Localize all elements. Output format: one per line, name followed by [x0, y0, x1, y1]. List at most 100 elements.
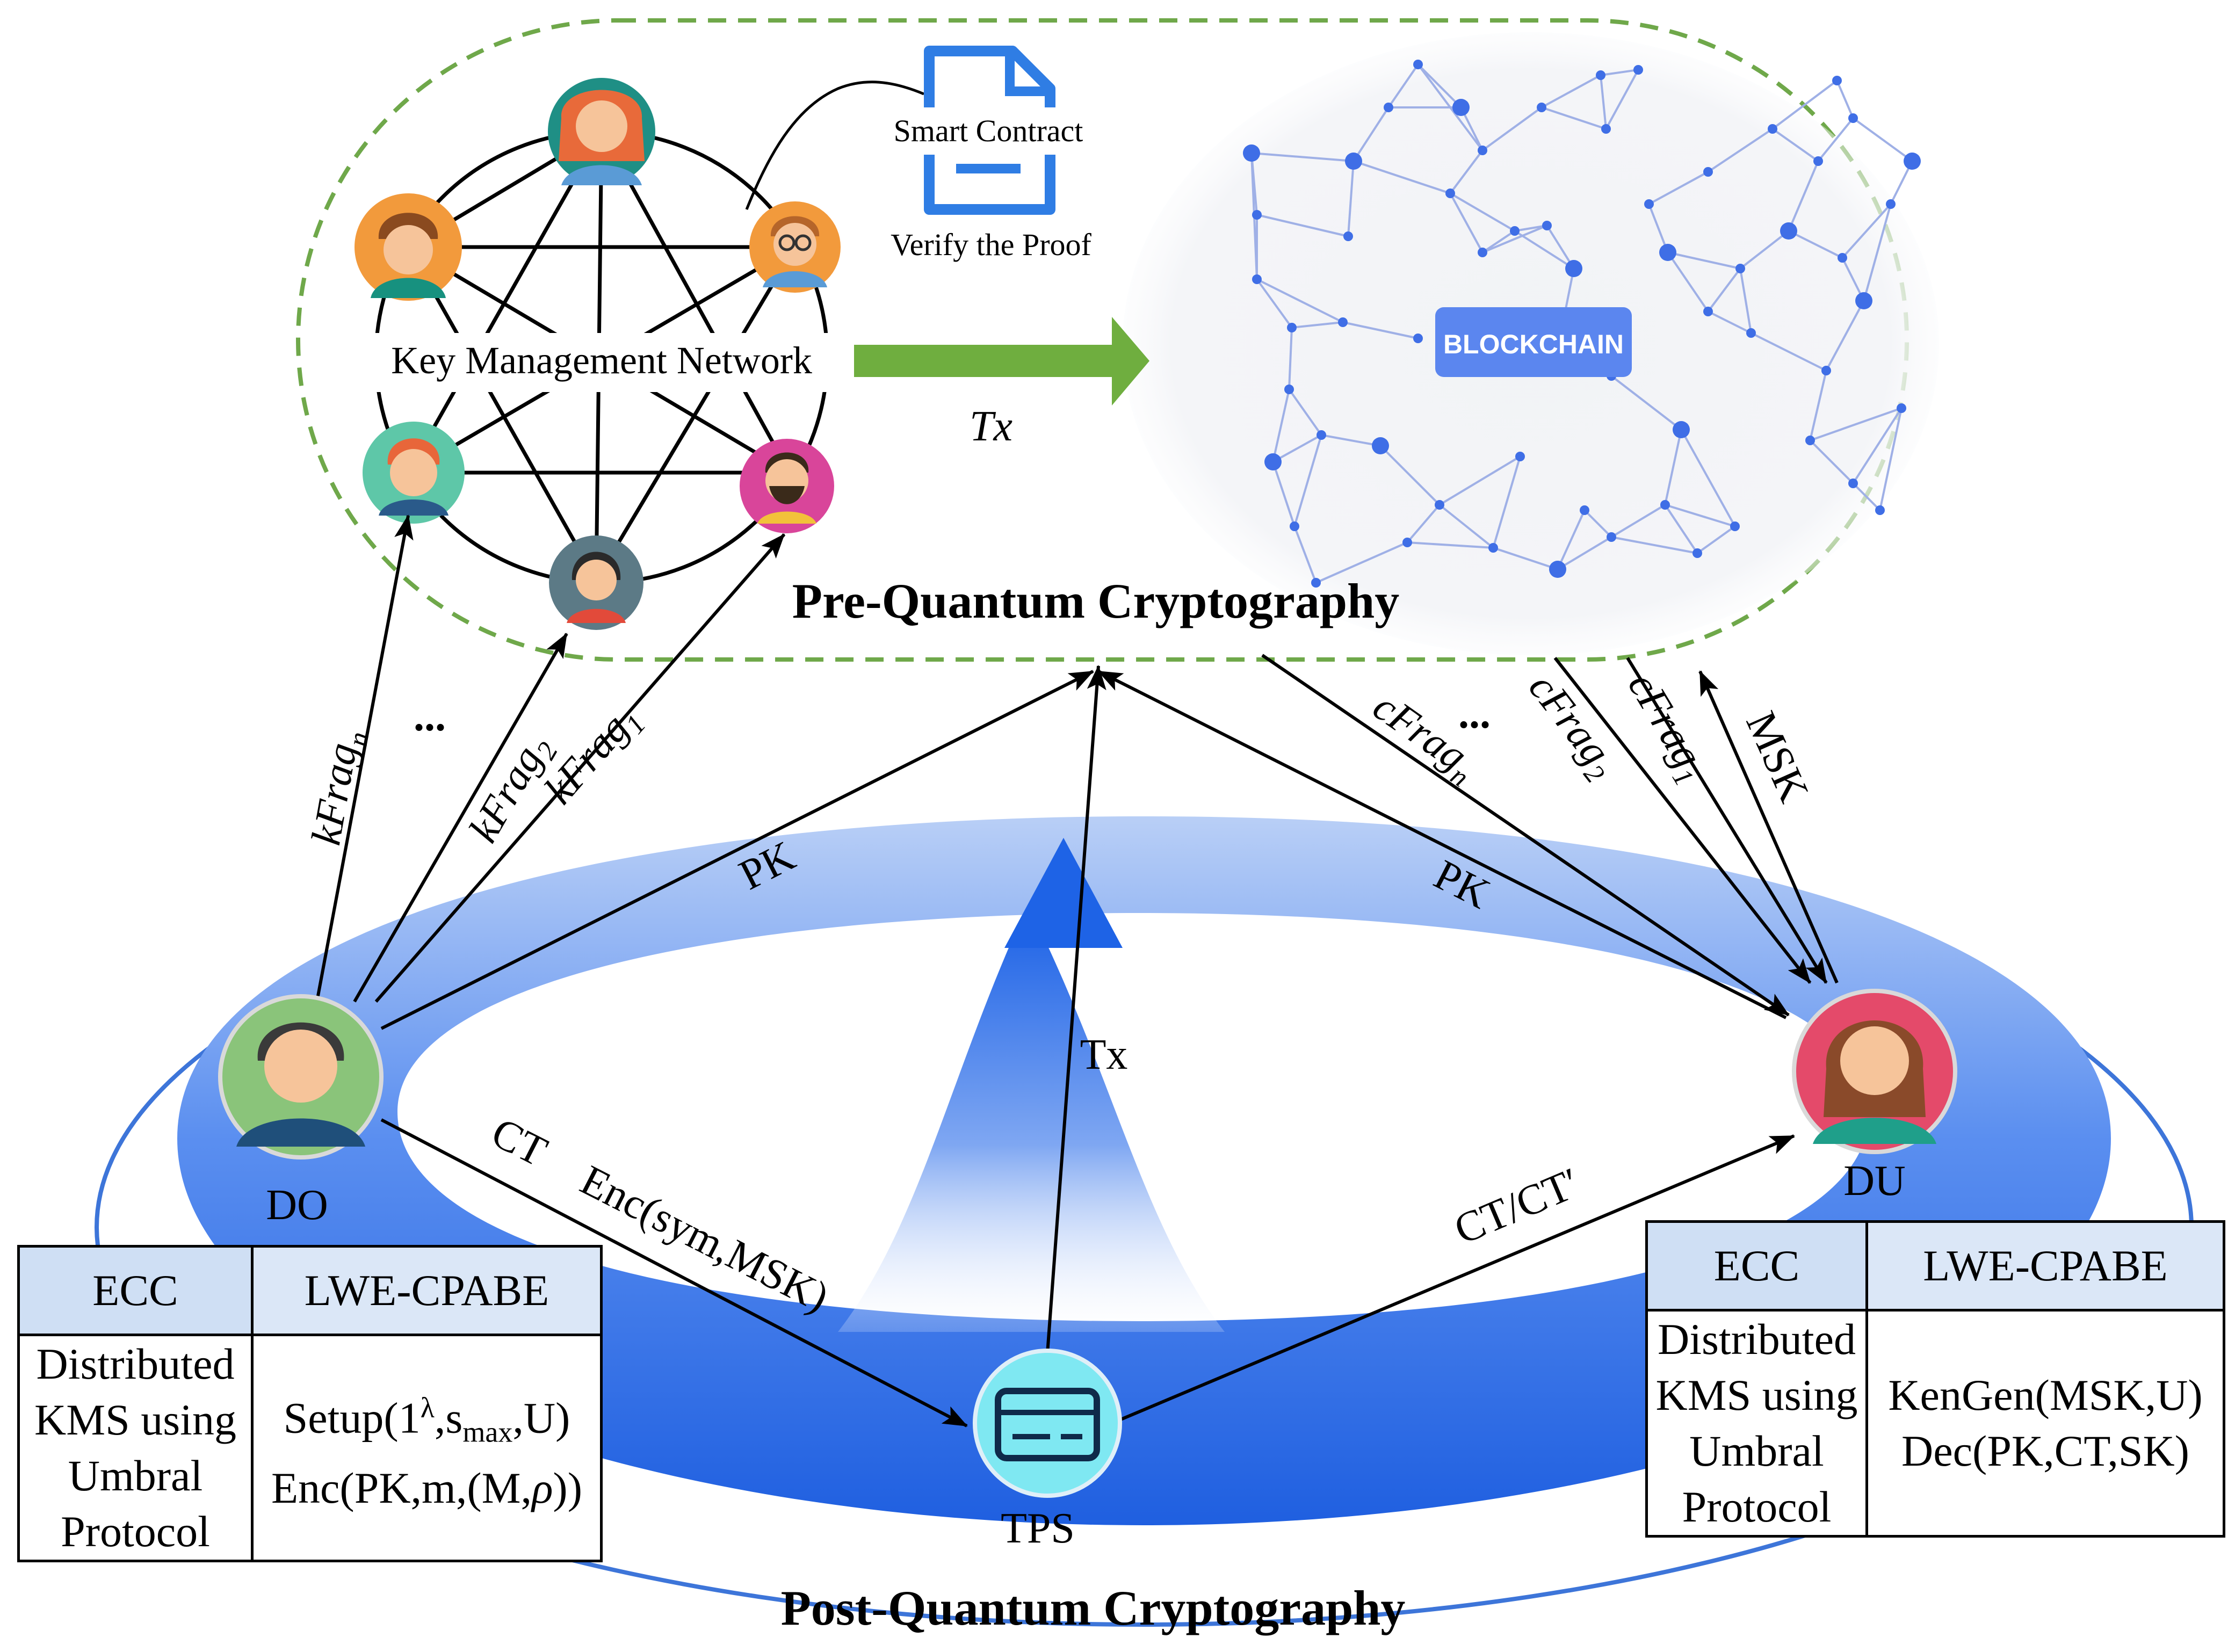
blockchain-link	[1407, 541, 1494, 549]
pre-quantum-title: Pre-Quantum Cryptography	[792, 574, 1399, 628]
tps-label: TPS	[1001, 1505, 1075, 1552]
blockchain-link	[1256, 278, 1343, 323]
blockchain-link	[1417, 63, 1462, 108]
blockchain-link	[1863, 204, 1892, 301]
ct-arrow	[380, 1118, 968, 1428]
blockchain-link	[1353, 160, 1451, 194]
blockchain-node	[1565, 260, 1582, 277]
blockchain-node	[1735, 264, 1745, 273]
blockchain-link	[1825, 300, 1865, 371]
blockchain-link	[1514, 230, 1575, 270]
smart-contract-label: Smart Contract	[894, 113, 1083, 148]
blockchain-link	[1481, 230, 1516, 253]
du-table-ecc-line: KMS using	[1655, 1371, 1858, 1419]
du-table-ecc-line: Umbral	[1689, 1426, 1824, 1475]
blockchain-node	[1848, 113, 1858, 123]
blockchain-node	[1673, 421, 1690, 438]
blockchain-link	[1342, 321, 1419, 339]
pre-quantum-region	[296, 18, 1909, 662]
node-man-glasses-topright	[749, 201, 841, 293]
blockchain-link	[1272, 461, 1296, 527]
blockchain-link	[1352, 106, 1390, 162]
blockchain-node	[1243, 144, 1260, 162]
blockchain-node	[1338, 317, 1348, 327]
blockchain-node	[1264, 453, 1282, 470]
blockchain-link	[1751, 332, 1827, 372]
blockchain-label: BLOCKCHAIN	[1443, 329, 1624, 359]
blockchain-link	[1482, 224, 1547, 253]
blockchain-node	[1515, 452, 1525, 461]
blockchain-link	[1256, 278, 1293, 329]
node-man-left	[363, 422, 465, 524]
blockchain-link	[1696, 525, 1736, 554]
kfrag-1-arrow	[374, 533, 786, 1003]
blockchain-link	[1836, 80, 1854, 119]
blockchain-node	[1780, 222, 1797, 240]
blockchain-link	[1291, 321, 1343, 329]
do-table-lwe-cell: Setup(1λ,smax,U) Enc(PK,m,(M,ρ))	[251, 1334, 603, 1562]
blockchain-node	[1644, 199, 1654, 209]
cfrag-n-arrow	[1261, 654, 1790, 1017]
blockchain-node	[1875, 505, 1885, 515]
do-label: DO	[266, 1182, 328, 1229]
blockchain-link	[1610, 504, 1666, 538]
msk-label: MSK	[1737, 705, 1818, 809]
blockchain-link	[1739, 268, 1752, 334]
blockchain-link	[1852, 407, 1903, 484]
blockchain-link	[1256, 214, 1349, 237]
blockchain-link	[1600, 69, 1639, 76]
blockchain-link	[1667, 251, 1709, 313]
verify-proof-label: Verify the Proof	[891, 227, 1091, 262]
document-fold	[1005, 51, 1050, 96]
do-table-ecc-line: KMS using	[34, 1395, 236, 1444]
blockchain-link	[1771, 128, 1819, 162]
blockchain-node	[1601, 124, 1611, 134]
blockchain-link	[1272, 434, 1322, 463]
blockchain-node	[1703, 167, 1713, 177]
blockchain-node	[1343, 231, 1353, 241]
blockchain-link	[1648, 171, 1709, 205]
blockchain-node	[1838, 253, 1847, 263]
blockchain-link	[1315, 541, 1408, 584]
blockchain-node	[1488, 543, 1498, 553]
blockchain-node	[1284, 385, 1294, 394]
blockchain-link	[1293, 526, 1317, 583]
do-table-lwe-header: LWE-CPABE	[251, 1245, 603, 1336]
blockchain-node	[1897, 403, 1906, 413]
cfrag-1-label: cFrag1	[1614, 664, 1719, 791]
setup-formula: Setup(1λ,smax,U)	[283, 1392, 570, 1448]
ct-label: CT	[484, 1108, 554, 1176]
blockchain-node	[1311, 578, 1321, 588]
blockchain-link	[1449, 193, 1484, 253]
card-icon	[995, 1388, 1100, 1461]
node-man-beard-right	[740, 439, 834, 533]
blockchain-node	[1510, 226, 1520, 236]
blockchain-link	[1514, 224, 1547, 232]
node-man-topleft	[355, 193, 462, 301]
blockchain-node	[1633, 65, 1643, 75]
blockchain-node	[1805, 436, 1815, 445]
node-woman-headset-bottom	[549, 535, 643, 630]
blockchain-node	[1904, 153, 1921, 170]
blockchain-link	[1293, 434, 1322, 527]
blockchain-node	[1692, 548, 1702, 558]
kfrag-n-arrow	[315, 515, 414, 1002]
cfrag-2-label: cFrag2	[1515, 664, 1629, 789]
blockchain-link	[1680, 429, 1736, 527]
msk-arrow	[1698, 670, 1839, 984]
blockchain-link	[1879, 408, 1903, 511]
blockchain-link	[1664, 504, 1698, 554]
blockchain-node	[1413, 334, 1423, 343]
edges	[315, 515, 1839, 1428]
blockchain-link	[1817, 117, 1854, 162]
du-table-ecc-line: Distributed	[1658, 1315, 1856, 1364]
blockchain-node	[1746, 328, 1756, 338]
blockchain-node	[1832, 76, 1842, 85]
kfrag-n-label: kFragn	[302, 726, 375, 850]
blockchain-link	[1557, 536, 1612, 570]
blockchain-link	[1493, 547, 1558, 570]
blockchain-link	[1841, 203, 1892, 259]
tx-green-arrow	[854, 317, 1149, 405]
blockchain-node	[1478, 248, 1487, 257]
